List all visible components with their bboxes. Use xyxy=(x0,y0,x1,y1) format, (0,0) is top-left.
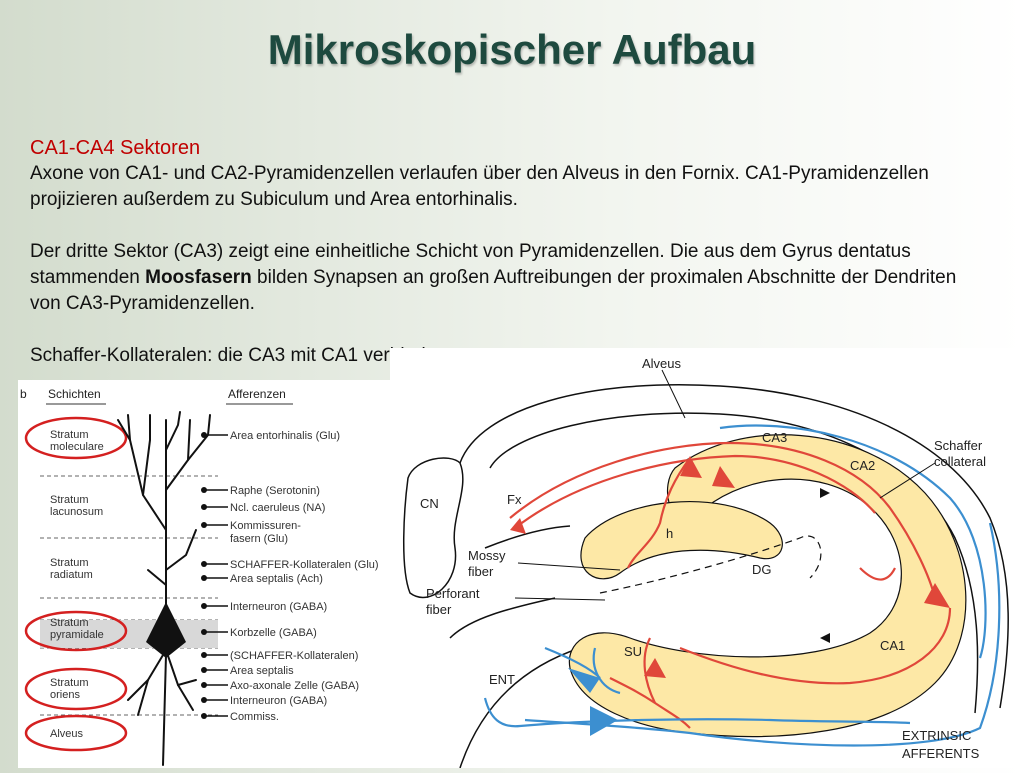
paragraph-axons: Axone von CA1- und CA2-Pyramidenzellen v… xyxy=(30,163,929,210)
label-extrinsic-1: EXTRINSIC xyxy=(902,728,971,743)
label-pyramidale-2: pyramidale xyxy=(50,629,104,641)
label-ca1: CA1 xyxy=(880,638,905,653)
label-h: h xyxy=(666,526,673,541)
hippocampal-fissure xyxy=(599,535,822,594)
label-radiatum-1: Stratum xyxy=(50,557,89,569)
label-lacunosum-1: Stratum xyxy=(50,494,89,506)
afferent-6: Area septalis (Ach) xyxy=(230,573,323,585)
afferent-4: fasern (Glu) xyxy=(230,533,288,545)
panel-letter: b xyxy=(20,387,27,401)
red-pathways xyxy=(509,441,952,729)
afferent-terminals xyxy=(201,432,207,719)
subheading: CA1-CA4 Sektoren xyxy=(30,137,201,159)
label-perforant-2: fiber xyxy=(426,602,452,617)
circuit-svg: Alveus CA3 CA2 Schaffer collateral CN Fx… xyxy=(402,356,1009,769)
label-lacunosum-2: lacunosum xyxy=(50,506,103,518)
flow-arrows xyxy=(820,488,830,643)
label-molecular-2: moleculare xyxy=(50,441,104,453)
afferent-5: SCHAFFER-Kollateralen (Glu) xyxy=(230,559,379,571)
paragraph-schaffer: Schaffer-Kollateralen: die CA3 mit CA1 v… xyxy=(30,345,453,366)
label-perforant-1: Perforant xyxy=(426,586,480,601)
pyramidal-soma xyxy=(146,602,186,658)
afferent-13: Commiss. xyxy=(230,711,279,723)
afferent-12: Interneuron (GABA) xyxy=(230,695,327,707)
paragraph-ca3: Der dritte Sektor (CA3) zeigt eine einhe… xyxy=(30,239,990,317)
header-schichten: Schichten xyxy=(48,387,101,401)
afferent-lines xyxy=(204,434,228,717)
afferent-7: Interneuron (GABA) xyxy=(230,601,327,613)
text-block: CA1-CA4 Sektoren Axone von CA1- und CA2-… xyxy=(30,135,990,369)
label-molecular-1: Stratum xyxy=(50,429,89,441)
afferent-2: Ncl. caeruleus (NA) xyxy=(230,502,325,514)
label-ca2: CA2 xyxy=(850,458,875,473)
label-schaffer-2: collateral xyxy=(934,454,986,469)
label-fx: Fx xyxy=(507,492,522,507)
afferent-labels: Area entorhinalis (Glu) Raphe (Serotonin… xyxy=(230,430,379,723)
red-cell-bodies xyxy=(510,456,950,678)
label-pyramidale-1: Stratum xyxy=(50,617,89,629)
highlight-circles xyxy=(24,416,128,752)
pyramidal-neuron xyxy=(117,411,211,766)
afferent-11: Axo-axonale Zelle (GABA) xyxy=(230,680,359,692)
brain-contours xyxy=(402,383,1009,769)
paragraph-ca3-part1: Der dritte Sektor (CA3) zeigt eine einhe… xyxy=(30,241,911,288)
layers-diagram-svg: b Schichten Afferenzen Stratum molecular… xyxy=(20,387,379,766)
moosfasern-bold: Moosfasern xyxy=(145,267,252,288)
blue-cell-bodies xyxy=(568,668,618,736)
label-radiatum-2: radiatum xyxy=(50,569,93,581)
label-alveus: Alveus xyxy=(642,356,682,371)
layer-labels: Stratum moleculare Stratum lacunosum Str… xyxy=(50,429,104,740)
afferent-8: Korbzelle (GABA) xyxy=(230,627,317,639)
pyramidale-shading xyxy=(40,620,218,648)
label-oriens-1: Stratum xyxy=(50,677,89,689)
label-su: SU xyxy=(624,644,642,659)
label-extrinsic-2: AFFERENTS xyxy=(902,746,980,761)
dentate-gyrus xyxy=(580,501,783,580)
label-oriens-2: oriens xyxy=(50,689,80,701)
afferent-10: Area septalis xyxy=(230,665,294,677)
label-cn: CN xyxy=(420,496,439,511)
hippocampus-circuit-diagram: Alveus CA3 CA2 Schaffer collateral CN Fx… xyxy=(390,348,1024,769)
afferent-1: Raphe (Serotonin) xyxy=(230,485,320,497)
label-schaffer-1: Schaffer xyxy=(934,438,983,453)
slide-title: Mikroskopischer Aufbau xyxy=(267,26,757,73)
blue-pathways xyxy=(483,424,1001,747)
label-mossy-2: fiber xyxy=(468,564,494,579)
header-afferenzen: Afferenzen xyxy=(228,387,286,401)
afferent-9: (SCHAFFER-Kollateralen) xyxy=(230,650,358,662)
afferent-0: Area entorhinalis (Glu) xyxy=(230,430,340,442)
circuit-labels: Alveus CA3 CA2 Schaffer collateral CN Fx… xyxy=(420,356,986,761)
label-ca3: CA3 xyxy=(762,430,787,445)
label-mossy-1: Mossy xyxy=(468,548,506,563)
label-dg: DG xyxy=(752,562,772,577)
paragraph-ca3-part2: bilden Synapsen an großen Auftreibungen … xyxy=(30,267,957,314)
label-alveus: Alveus xyxy=(50,728,84,740)
ca-region xyxy=(568,434,967,738)
label-ent: ENT xyxy=(489,672,515,687)
label-pointers xyxy=(514,369,936,601)
afferent-3: Kommissuren- xyxy=(230,520,301,532)
layers-diagram: b Schichten Afferenzen Stratum molecular… xyxy=(18,380,390,768)
